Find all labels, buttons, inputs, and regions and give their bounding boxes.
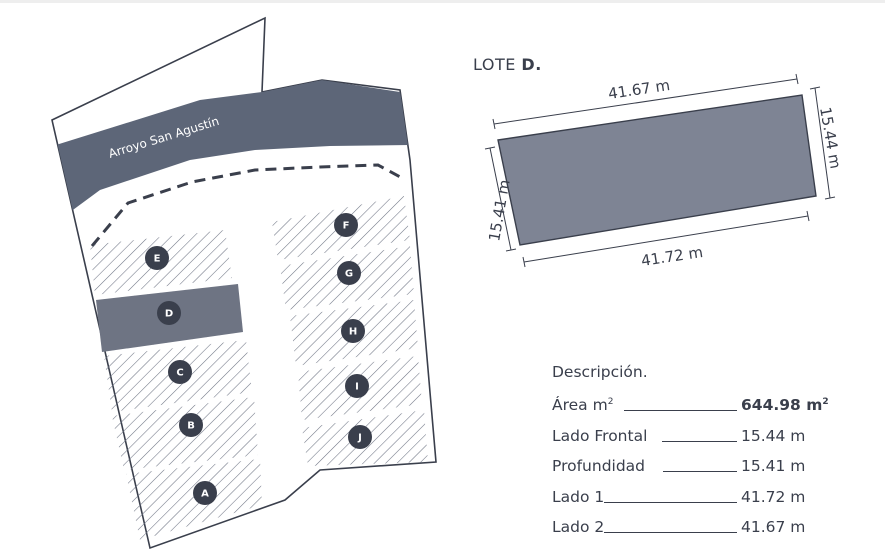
description-label: Lado 2 (552, 518, 605, 536)
leader-line (624, 410, 737, 411)
description-value: 41.72 m (741, 487, 806, 506)
lot-marker-label: E (154, 254, 161, 265)
lot-title-prefix: LOTE (473, 55, 516, 74)
lot-marker-label: H (349, 327, 357, 338)
lot-marker-circle (179, 413, 203, 437)
description-row: Área m2 644.98 m2 (552, 390, 872, 421)
lot-marker-circle (157, 301, 181, 325)
lot-marker-a[interactable]: A (193, 481, 217, 505)
lot-marker-label: I (355, 382, 359, 393)
description-row: Lado 2 41.67 m (552, 512, 872, 543)
lot-marker-h[interactable]: H (341, 319, 365, 343)
dashed-boundary (90, 163, 403, 247)
description-value: 41.67 m (741, 518, 806, 536)
lot-marker-label: G (345, 269, 353, 280)
lot-marker-circle (337, 261, 361, 285)
description-panel: Descripción. Área m2 644.98 m2 Lado Fronta… (552, 360, 872, 543)
description-value: 644.98 m2 (741, 396, 829, 414)
lot-marker-c[interactable]: C (168, 360, 192, 384)
description-row: Lado Frontal 15.44 m (552, 421, 872, 452)
lot-marker-d[interactable]: D (157, 301, 181, 325)
description-rows: Área m2 644.98 m2 Lado Frontal 15.44 m Profu… (552, 390, 872, 543)
description-row: Lado 1 41.72 m (552, 482, 872, 513)
lot-marker-g[interactable]: G (337, 261, 361, 285)
lot-marker-b[interactable]: B (179, 413, 203, 437)
leader-line (604, 501, 737, 503)
description-label: Área m2 (552, 396, 614, 414)
lot-marker-circle (341, 319, 365, 343)
lot-marker-circle (348, 425, 372, 449)
dim-left: 15.41 m (485, 178, 514, 243)
description-value: 15.44 m (741, 426, 806, 445)
lot-a-area (126, 459, 262, 540)
lot-marker-label: A (201, 489, 209, 500)
river-band (52, 80, 410, 260)
lot-marker-label: D (165, 309, 173, 320)
description-title: Descripción. (552, 363, 648, 381)
lot-marker-label: F (343, 221, 350, 232)
description-row: Profundidad 15.41 m (552, 451, 872, 482)
lot-marker-circle (345, 374, 369, 398)
leader-line (662, 440, 737, 442)
lot-marker-circle (145, 246, 169, 270)
lot-marker-circle (334, 213, 358, 237)
lot-marker-j[interactable]: J (348, 425, 372, 449)
lot-marker-label: B (187, 421, 195, 432)
lot-marker-label: C (176, 368, 183, 379)
lot-title-id: D. (521, 55, 542, 74)
top-rule (0, 0, 885, 3)
description-value: 15.41 m (741, 457, 806, 475)
lot-marker-label: J (357, 433, 362, 444)
description-label: Lado Frontal (552, 426, 648, 445)
lot-title: LOTE D. (473, 55, 542, 74)
lot-marker-e[interactable]: E (145, 246, 169, 270)
dimension-lines (484, 73, 836, 268)
lot-markers: A B C D E F G H I J (145, 213, 372, 505)
leader-line (663, 471, 737, 472)
lot-marker-i[interactable]: I (345, 374, 369, 398)
dim-bottom: 41.72 m (640, 243, 704, 270)
leader-line (604, 532, 737, 533)
lot-marker-circle (168, 360, 192, 384)
lot-d-detail-shape (497, 94, 817, 246)
description-label: Lado 1 (552, 487, 605, 506)
description-label: Profundidad (552, 457, 646, 475)
dim-right: 15.44 m (816, 106, 845, 171)
lot-marker-f[interactable]: F (334, 213, 358, 237)
lot-marker-circle (193, 481, 217, 505)
